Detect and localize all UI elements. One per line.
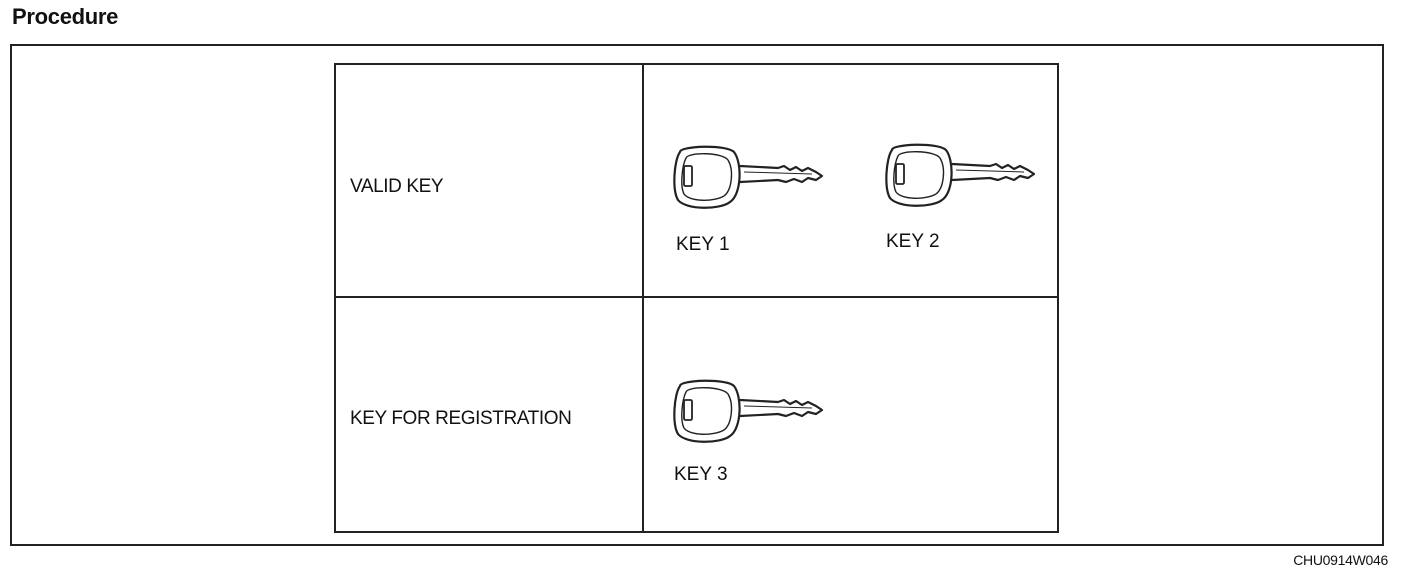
table-row-divider: [334, 296, 1059, 298]
row-label-valid-key: VALID KEY: [350, 176, 444, 197]
key-table: [334, 63, 1059, 533]
key-icon: [673, 145, 824, 209]
key-1-caption: KEY 1: [676, 234, 730, 255]
table-column-divider: [642, 63, 644, 533]
key-2-caption: KEY 2: [886, 231, 940, 252]
key-icon: [673, 379, 824, 443]
page-title: Procedure: [12, 4, 119, 29]
figure-frame: [10, 44, 1384, 546]
key-3-caption: KEY 3: [674, 464, 728, 485]
key-icon: [885, 143, 1036, 207]
row-label-key-for-registration: KEY FOR REGISTRATION: [350, 408, 572, 429]
figure-code: CHU0914W046: [1293, 552, 1388, 568]
